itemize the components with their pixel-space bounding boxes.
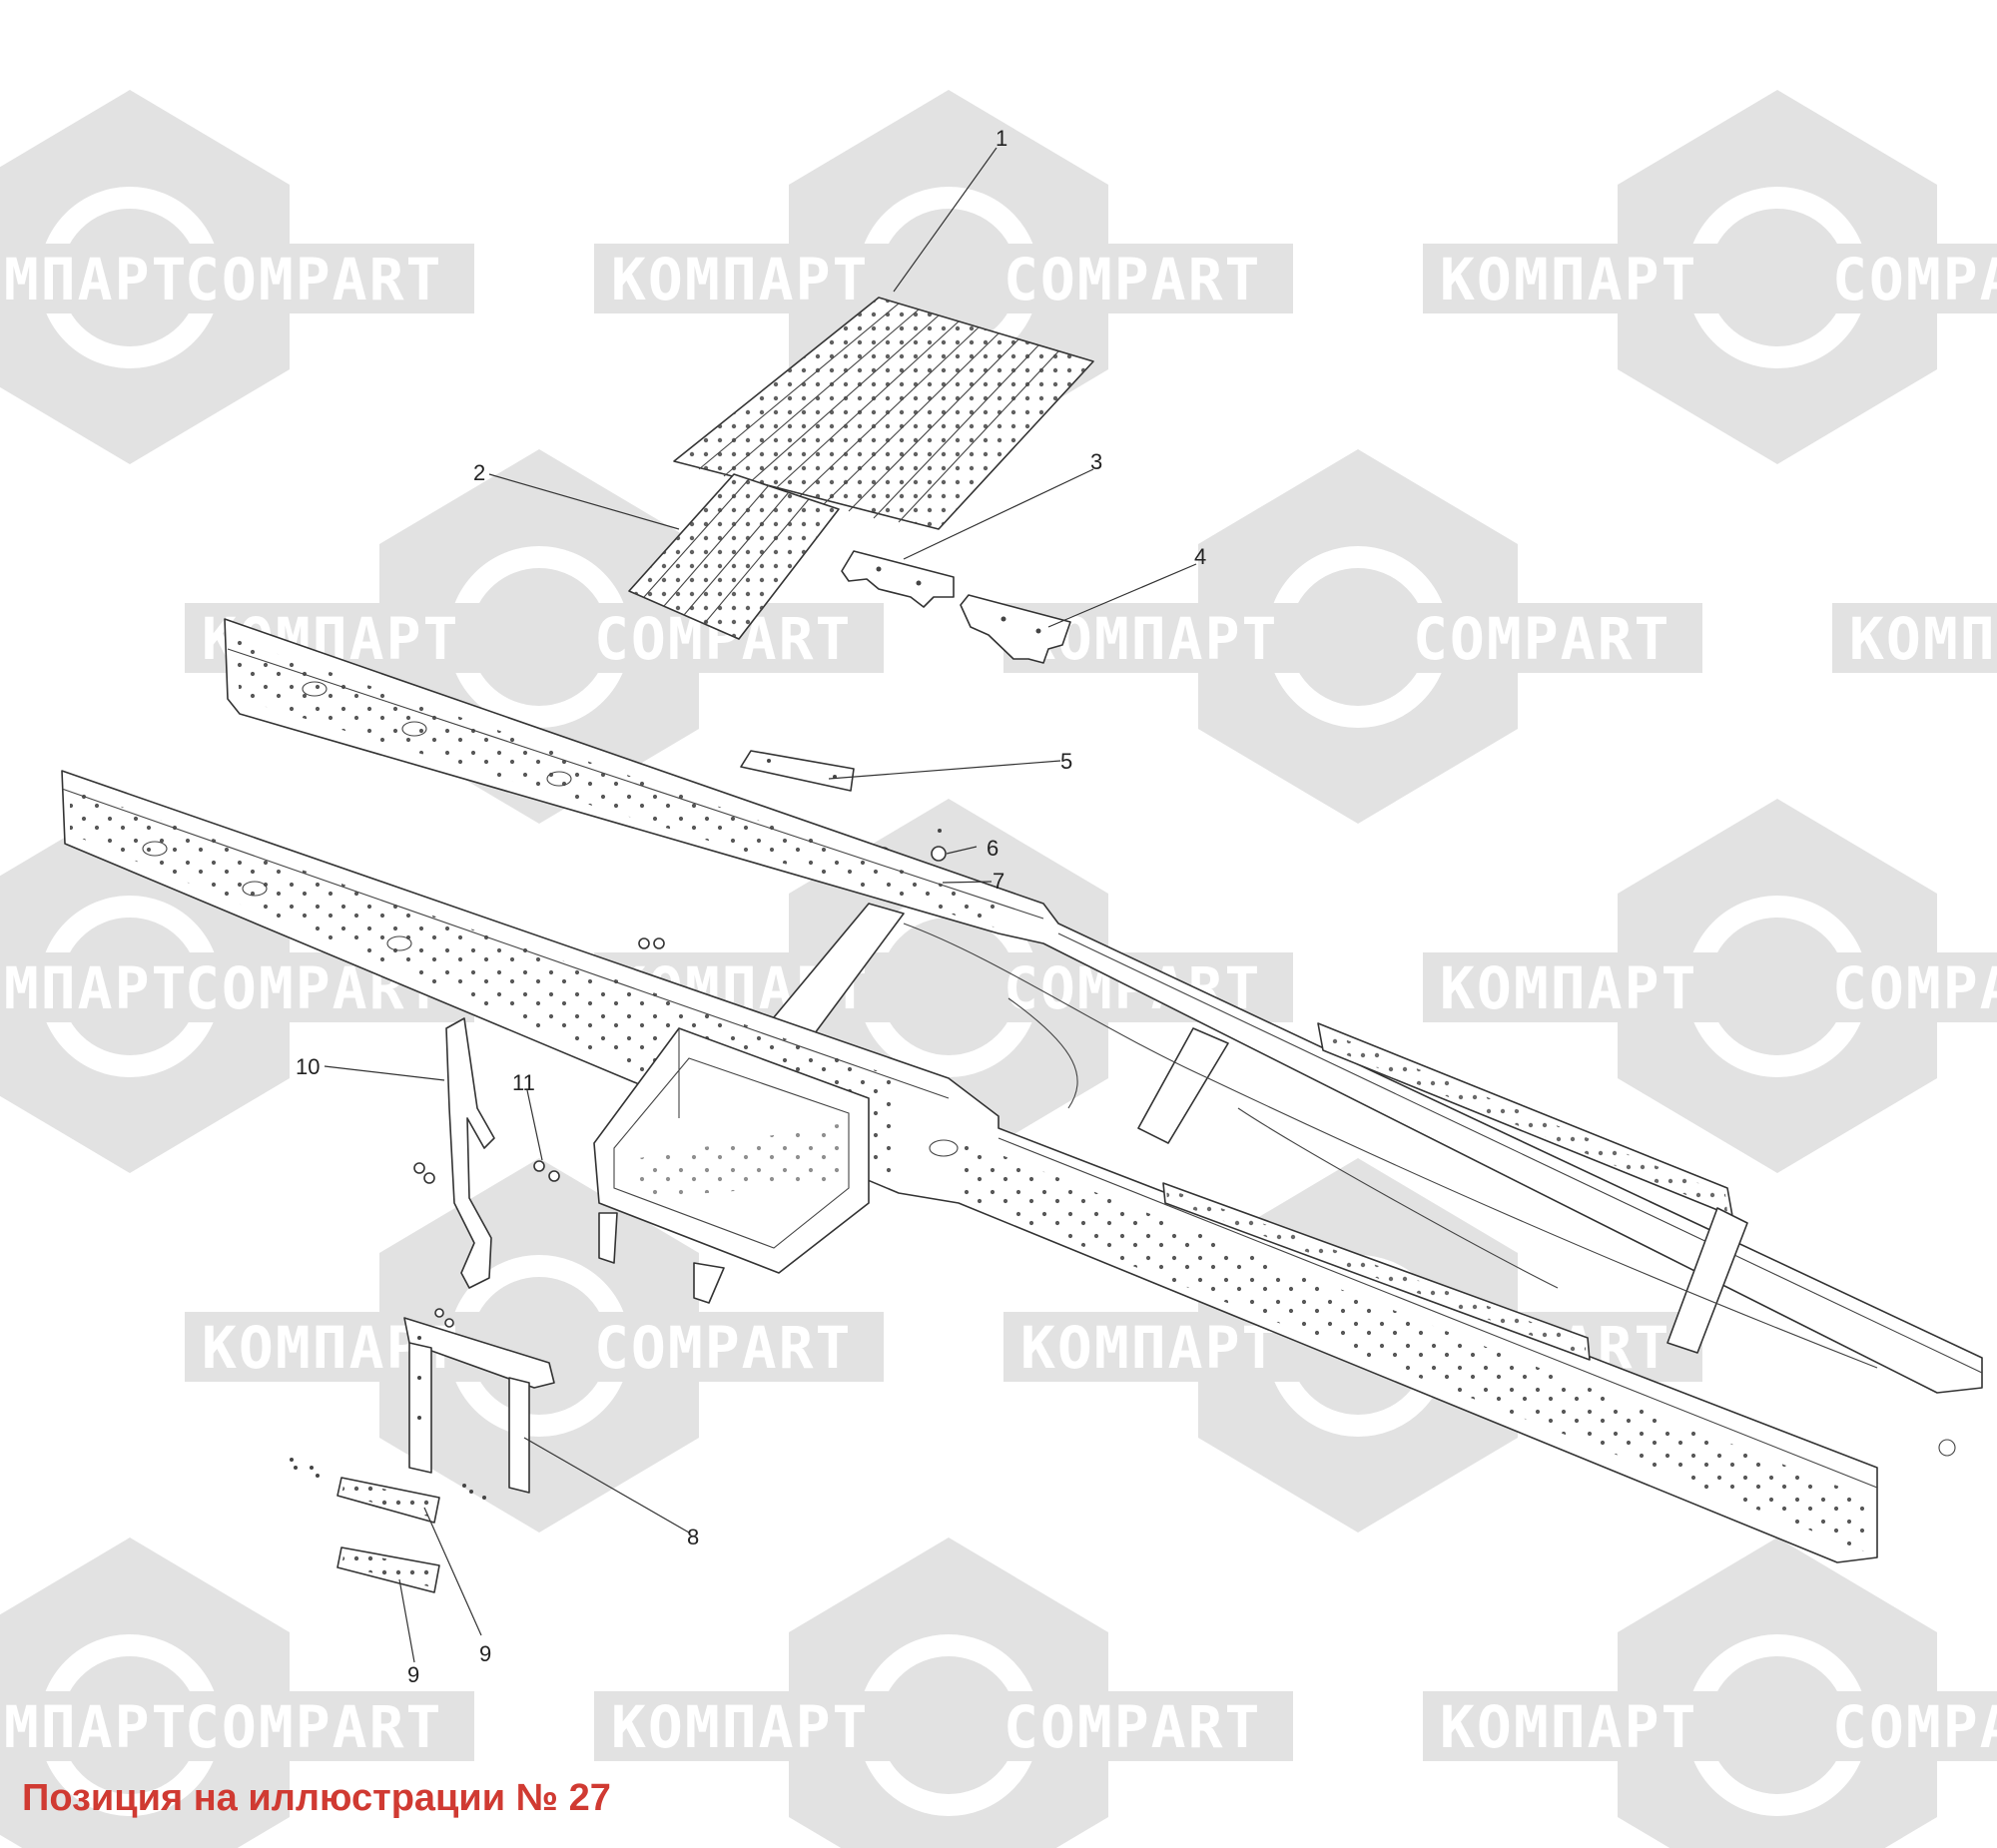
plate-5 — [740, 750, 855, 792]
frame-rail-rear — [224, 618, 1983, 1394]
watermark-text: КОМПАРТ — [0, 1693, 188, 1761]
callout-9a: 9 — [479, 1641, 491, 1666]
watermark-text: COMPART — [1832, 1693, 1997, 1761]
callout-8: 8 — [687, 1525, 699, 1549]
callout-7: 7 — [993, 869, 1004, 894]
watermark-text: КОМПАРТ — [611, 1693, 869, 1761]
callout-1: 1 — [996, 126, 1007, 151]
watermark-text: COMPART — [1832, 246, 1997, 313]
watermark-text: COMPART — [1003, 1693, 1261, 1761]
handrail-10 — [413, 1017, 495, 1328]
bracket-4 — [960, 594, 1071, 664]
battery-box — [593, 1027, 870, 1304]
watermark-text: COMPART — [1003, 246, 1261, 313]
callout-9b: 9 — [407, 1662, 419, 1687]
position-caption: Позиция на иллюстрации № 27 — [22, 1777, 611, 1819]
watermark-text: КОМПАРТ — [1440, 1693, 1697, 1761]
watermark-text: COMPART — [594, 1314, 852, 1382]
watermark-text: COMPART — [185, 1693, 442, 1761]
floor-plate-small — [628, 473, 840, 640]
watermark-text: КОМПАРТ — [1849, 605, 1997, 673]
step-9-upper — [290, 1458, 486, 1524]
fasteners-11 — [533, 1160, 560, 1182]
callout-11: 11 — [512, 1070, 535, 1095]
watermark-text: КОМПАРТ — [0, 954, 188, 1022]
watermark-text: COMPART — [1832, 954, 1997, 1022]
callout-labels: 1 2 3 4 5 6 7 8 9 9 9 10 11 — [296, 126, 1206, 1687]
callout-4: 4 — [1194, 544, 1206, 569]
parts-layer — [61, 297, 1983, 1593]
leader-lines — [324, 147, 1197, 1663]
callout-3: 3 — [1090, 449, 1102, 474]
step-bracket-8 — [403, 1317, 555, 1494]
step-9-lower — [336, 1546, 440, 1593]
callout-6: 6 — [987, 836, 998, 861]
watermark-text: КОМПАРТ — [611, 246, 869, 313]
nut-6 — [931, 829, 947, 862]
callout-10: 10 — [296, 1054, 320, 1079]
callout-5: 5 — [1060, 749, 1072, 774]
callout-2: 2 — [473, 460, 485, 485]
watermark-text: COMPART — [1413, 605, 1670, 673]
watermark-text: КОМПАРТ — [1440, 246, 1697, 313]
watermark-text: КОМПАРТ — [0, 246, 188, 313]
watermark-text: COMPART — [185, 246, 442, 313]
bracket-3 — [841, 550, 955, 608]
floor-plate-large — [673, 297, 1094, 530]
watermark-text: КОМПАРТ — [1440, 954, 1697, 1022]
reinforcement-plate — [1162, 1182, 1591, 1361]
watermark-text: КОМПАРТ — [1020, 1314, 1278, 1382]
